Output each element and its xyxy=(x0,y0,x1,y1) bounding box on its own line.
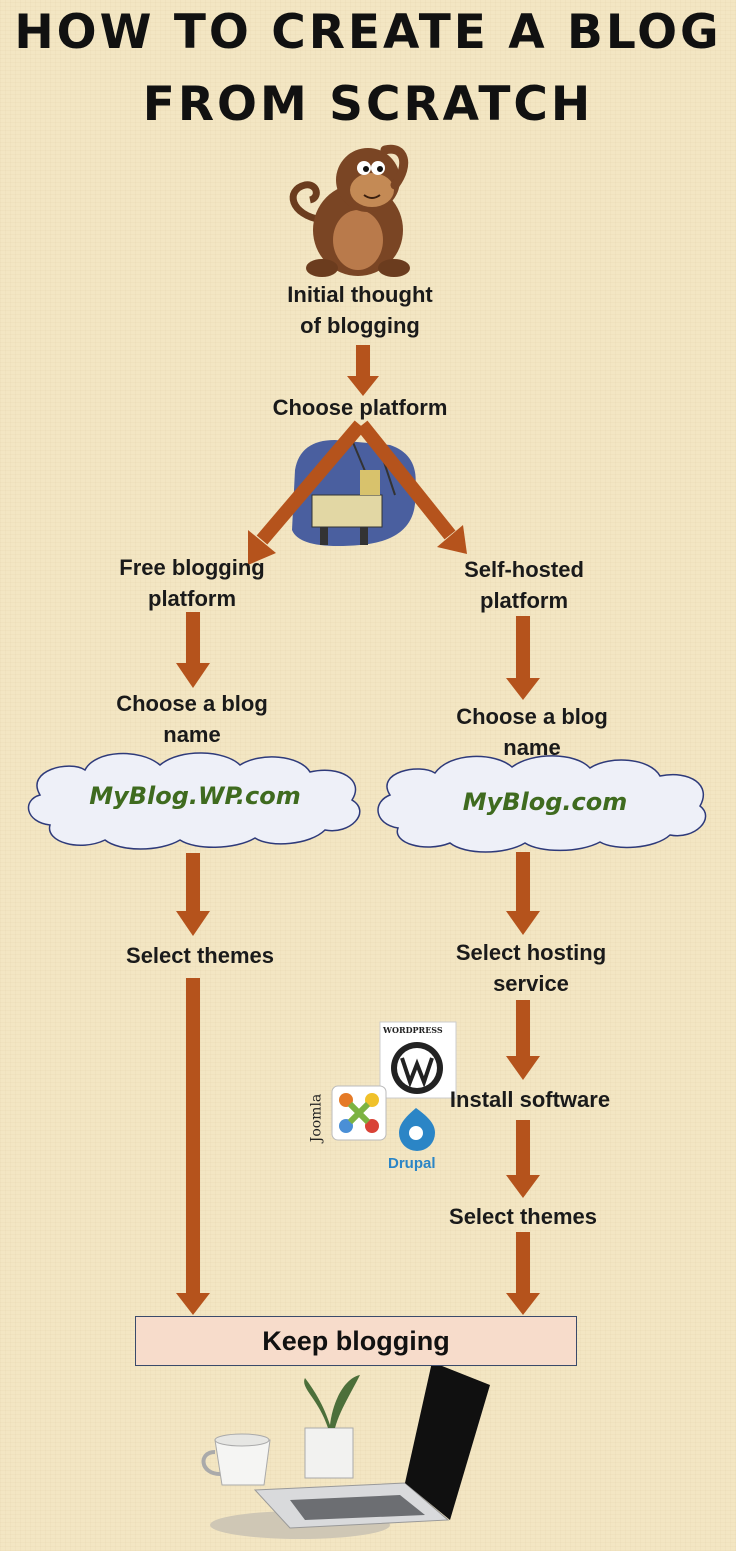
step-initial-thought: Initial thought of blogging xyxy=(287,282,433,338)
arrow-right-4 xyxy=(506,1000,540,1080)
wordpress-logo xyxy=(379,1021,457,1099)
domain-example-left: MyBlog.WP.com xyxy=(89,782,301,810)
title-line-2: FROM SCRATCH xyxy=(142,77,594,132)
cloud-right xyxy=(377,755,707,853)
step-choose-name-right: Choose a blog name xyxy=(456,704,608,760)
wordpress-logo-label: WORDPRESS xyxy=(383,1025,443,1035)
arrow-left-2 xyxy=(176,612,210,688)
joomla-logo-label: Joomla xyxy=(308,1093,325,1143)
arrow-right-5 xyxy=(506,1120,540,1198)
step-select-themes-right: Select themes xyxy=(449,1204,597,1229)
step-select-themes-left: Select themes xyxy=(126,943,274,968)
title-line-1: HOW TO CREATE A BLOG xyxy=(14,5,722,60)
drupal-logo xyxy=(399,1108,435,1151)
step-choose-name-left: Choose a blog name xyxy=(116,691,268,747)
step-select-hosting: Select hosting service xyxy=(455,940,607,996)
arrow-left-4 xyxy=(176,978,210,1315)
arrow-right-3 xyxy=(506,852,540,935)
step-free-platform: Free blogging platform xyxy=(119,555,265,611)
cloud-left xyxy=(27,752,361,850)
step-self-hosted: Self-hosted platform xyxy=(464,557,584,613)
domain-example-right: MyBlog.com xyxy=(462,788,628,816)
arrow-right-6 xyxy=(506,1232,540,1315)
step-install-software: Install software xyxy=(449,1087,611,1112)
drupal-logo-label: Drupal xyxy=(388,1155,436,1172)
arrow-1 xyxy=(347,345,379,396)
arrow-left-3 xyxy=(176,853,210,936)
desk-illustration xyxy=(201,1362,490,1539)
step-keep-blogging: Keep blogging xyxy=(135,1316,577,1366)
arrow-branch-right xyxy=(356,420,467,554)
step-choose-platform: Choose platform xyxy=(272,395,448,420)
arrow-right-2 xyxy=(506,616,540,700)
arrow-branch-left xyxy=(248,420,366,565)
monkey-illustration xyxy=(289,144,410,277)
joomla-logo xyxy=(331,1085,387,1141)
